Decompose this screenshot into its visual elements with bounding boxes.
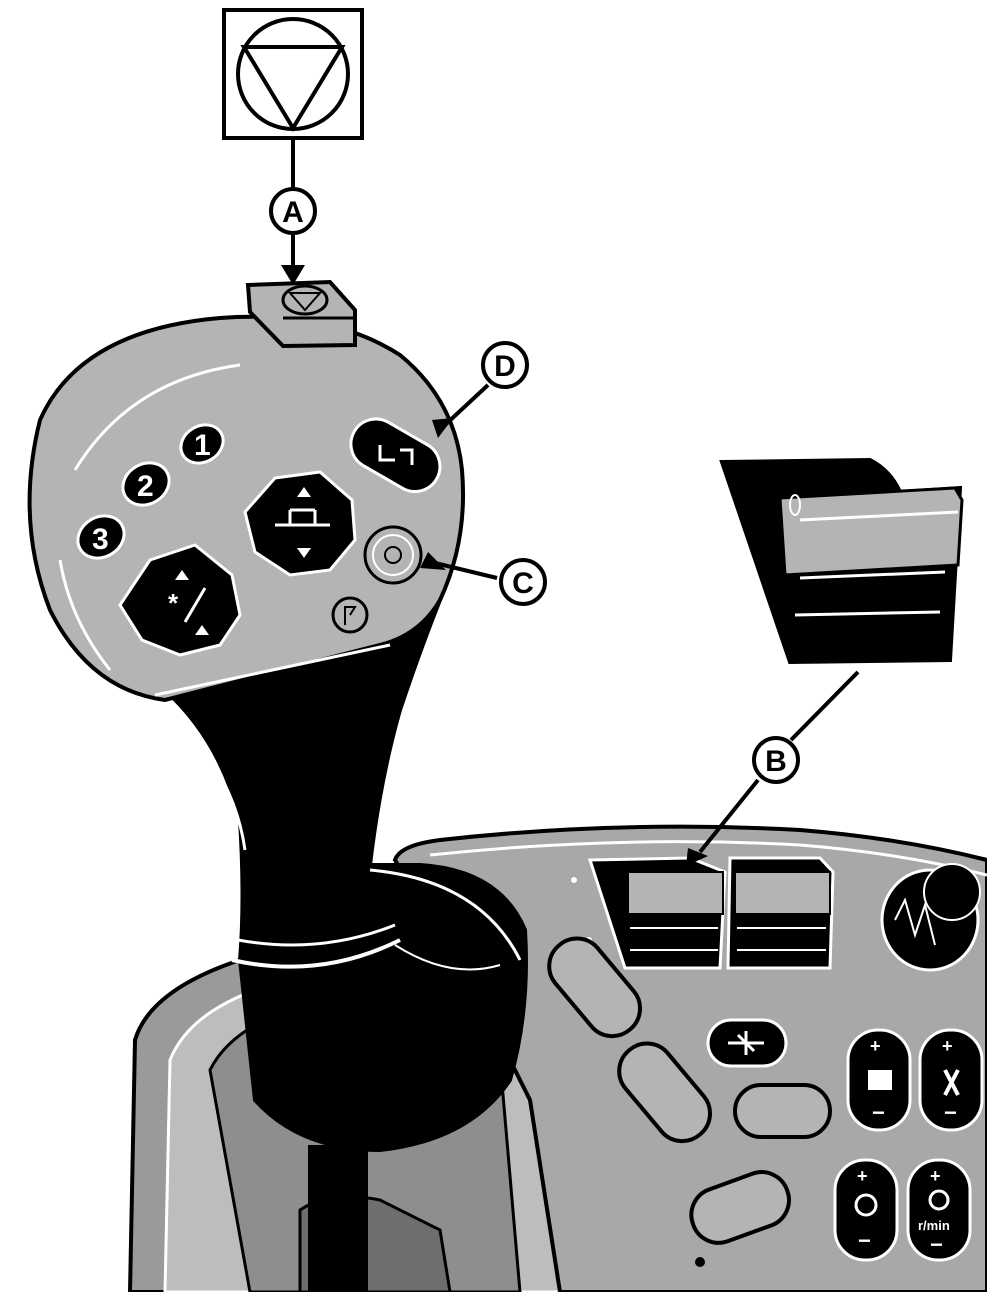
callout-d-label: D [494,350,516,383]
console-paddle-switch-2[interactable] [726,856,835,970]
svg-text:+: + [870,1036,881,1056]
console-oval-button-2[interactable] [608,1033,721,1153]
hitch-icon [275,508,330,527]
console-rocker-4[interactable]: + r/min − [906,1158,972,1262]
rpm-label: r/min [918,1218,950,1233]
lever-thumbwheel-left[interactable]: * [118,543,242,657]
callout-a-label: A [282,196,304,229]
console-rocker-1[interactable]: + − [846,1028,912,1132]
svg-text:+: + [857,1166,868,1186]
console-oval-button-3[interactable] [733,1083,832,1139]
svg-text:−: − [858,1228,871,1253]
callout-d: D [481,341,529,389]
lever-button-3[interactable]: 3 [70,508,132,567]
callout-a: A [269,187,317,235]
svg-text:−: − [872,1100,885,1125]
lever-button-1[interactable]: 1 [174,417,230,470]
paddle-switch-detail [719,457,964,665]
console-oval-button-4[interactable] [684,1165,797,1251]
callout-b-label: B [765,745,787,778]
callout-c-label: C [512,567,534,600]
lever-button-d[interactable] [342,410,449,501]
console-oval-button-1[interactable] [538,928,651,1048]
hitch-icon [728,1031,764,1055]
lever-switch-a[interactable] [245,279,357,349]
lever-button-c[interactable] [363,525,423,585]
lever-grip [161,596,528,1292]
emergency-stop-symbol-box [222,8,364,140]
lever-button-1-label: 1 [194,429,211,462]
svg-text:+: + [930,1166,941,1186]
console-rotary-knob[interactable] [880,863,981,972]
lever-button-2[interactable]: 2 [115,455,177,514]
svg-text:−: − [930,1232,943,1257]
emergency-stop-icon [240,45,346,132]
svg-text:*: * [168,588,179,618]
lever-thumbwheel-center[interactable] [243,470,357,577]
lever-small-button[interactable] [331,596,369,634]
svg-text:+: + [942,1036,953,1056]
console-rocker-3[interactable]: + − [833,1158,899,1262]
callout-c: C [499,558,547,606]
callout-arrowheads [281,265,708,866]
lever-button-3-label: 3 [92,523,109,556]
console-speed-button[interactable] [706,1018,788,1068]
callout-b: B [752,736,800,784]
console-rocker-2[interactable]: + − [918,1028,984,1132]
console-paddle-switch-1[interactable] [587,856,727,970]
lever-button-2-label: 2 [137,470,154,503]
svg-text:−: − [944,1100,957,1125]
